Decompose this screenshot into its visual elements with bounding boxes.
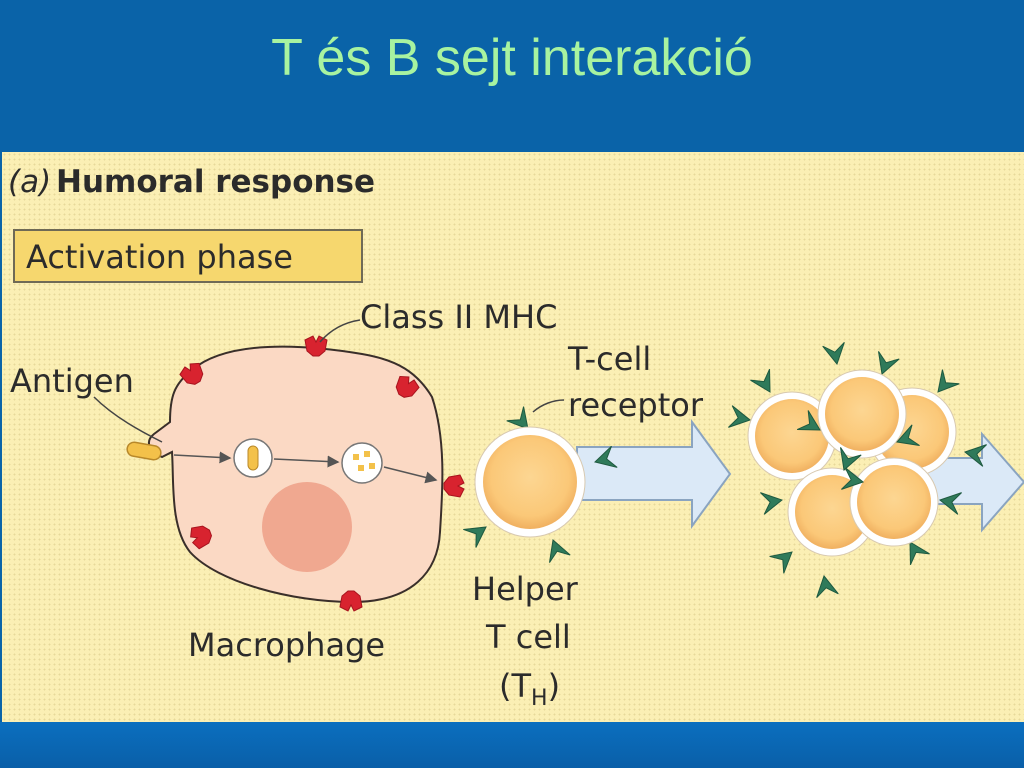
receptor-leader-line [532,399,565,413]
label-helper-abbrev: (TH) [499,667,560,711]
process-arrow [173,451,232,464]
label-antigen: Antigen [10,362,134,400]
t-cell-cluster [727,341,988,599]
label-t-cell-receptor-line2: receptor [568,386,704,424]
label-helper-abbrev-sub: H [531,686,548,711]
label-helper-line2: T cell [485,618,571,656]
phase-box [13,229,363,283]
macrophage-nucleus [262,482,352,572]
label-helper-line1: Helper [472,570,579,608]
endosome-antigen [247,445,259,471]
slide-footer-band [0,722,1024,768]
panel-title: Humoral response [56,164,375,200]
label-t-cell-receptor-line1: T-cell [567,340,651,378]
slide-title: T és B sejt interakció [271,29,753,87]
process-arrow [383,466,438,484]
antigen-fragment [353,454,359,460]
panel-letter: (a) [8,164,51,200]
label-macrophage: Macrophage [188,626,385,664]
label-helper-abbrev-open: (T [499,667,531,705]
antigen-particle [126,441,162,461]
helper-t-cell [462,406,618,564]
fragment-vesicle [341,442,383,484]
antigen-fragment [369,463,375,469]
mhc-leader-line [319,319,361,343]
mhc-molecule [443,474,465,498]
activation-arrow [576,418,732,530]
humoral-response-diagram: (a) Humoral response Activation phase [8,164,1024,711]
label-class-ii-mhc: Class II MHC [360,298,557,336]
process-arrow [273,455,340,468]
antigen-fragment [364,451,370,457]
phase-label: Activation phase [26,238,293,276]
antigen-leader-line [93,396,163,443]
figure-panel: (a) Humoral response Activation phase [2,152,1024,722]
antigen-fragment [358,465,364,471]
label-helper-abbrev-close: ) [548,667,560,705]
